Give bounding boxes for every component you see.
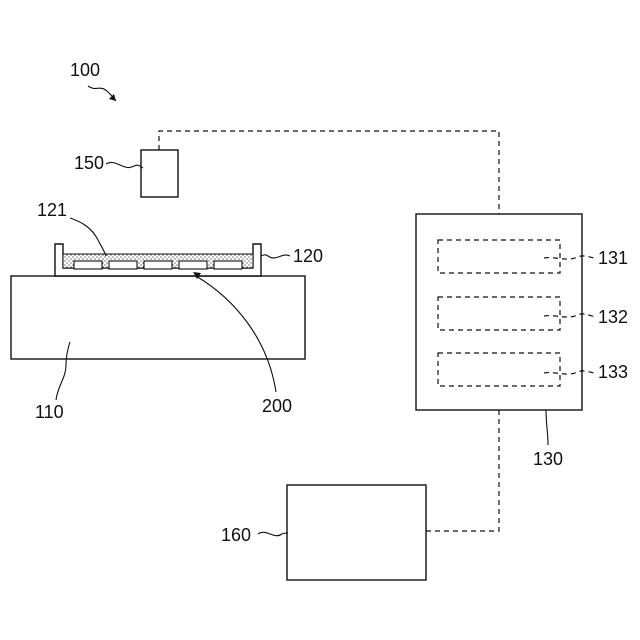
stage-box — [11, 276, 305, 359]
leader-120 — [261, 255, 290, 258]
label-160: 160 — [221, 525, 251, 545]
arrow-100-head — [109, 94, 116, 101]
label-133: 133 — [598, 362, 628, 382]
signal-line-sensor-controller — [159, 131, 499, 214]
label-200: 200 — [262, 396, 292, 416]
chip-4 — [179, 261, 207, 269]
label-100: 100 — [70, 60, 100, 80]
label-132: 132 — [598, 307, 628, 327]
chip-1 — [74, 261, 102, 269]
leader-121 — [70, 218, 106, 256]
label-150: 150 — [74, 153, 104, 173]
label-130: 130 — [533, 449, 563, 469]
chip-5 — [214, 261, 242, 269]
signal-line-controller-device — [426, 410, 499, 531]
device-box — [287, 485, 426, 580]
chip-2 — [109, 261, 137, 269]
label-121: 121 — [37, 200, 67, 220]
sensor-box — [141, 150, 178, 197]
controller-box — [416, 214, 582, 410]
chip-3 — [144, 261, 172, 269]
leader-160 — [258, 532, 288, 535]
leader-150 — [106, 162, 143, 168]
label-131: 131 — [598, 248, 628, 268]
leader-130 — [546, 410, 548, 445]
workpiece-chips — [74, 261, 242, 269]
label-110: 110 — [35, 402, 64, 422]
label-120: 120 — [293, 246, 323, 266]
